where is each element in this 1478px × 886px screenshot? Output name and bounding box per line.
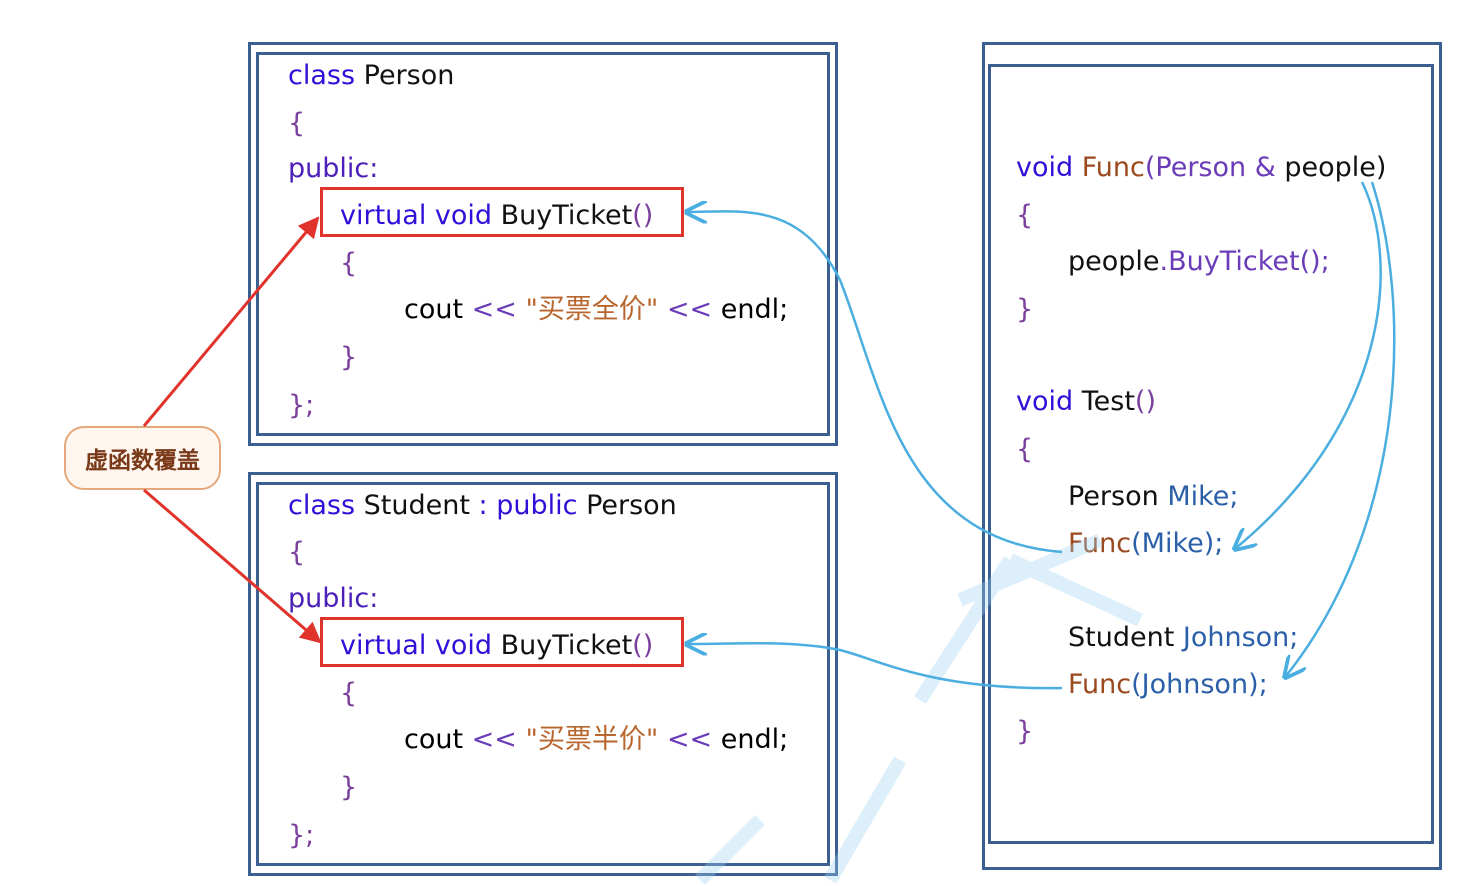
person-class-inner-frame: [256, 52, 830, 436]
func-open-brace: {: [1016, 200, 1034, 231]
student-class-outer-frame: [248, 472, 838, 876]
func-body-call: people.BuyTicket();: [1068, 246, 1330, 277]
person-class-access: public:: [288, 153, 379, 184]
student-class-close: };: [288, 820, 315, 851]
blue-arrow-mike-to-person: [688, 211, 1063, 554]
person-class-virtual-method: virtual void BuyTicket(): [340, 200, 654, 231]
blue-arrow-johnson-to-student: [688, 643, 1063, 690]
call-func-mike: Func(Mike);: [1068, 528, 1224, 559]
test-code-inner-frame: [988, 64, 1434, 844]
student-class-open-brace: {: [288, 537, 306, 568]
person-class-line-1: class Person: [288, 60, 455, 91]
person-virtual-highlight-box: [320, 187, 684, 237]
virtual-override-callout: 虚函数覆盖: [64, 426, 221, 490]
test-open-brace: {: [1016, 434, 1034, 465]
red-arrow-to-student: [143, 488, 322, 644]
person-method-body-open: {: [340, 248, 358, 279]
watermark-strokes: [695, 533, 1143, 885]
person-method-cout-line: cout << "买票全价" << endl;: [404, 294, 789, 325]
call-func-johnson: Func(Johnson);: [1068, 669, 1268, 700]
student-class-virtual-method: virtual void BuyTicket(): [340, 630, 654, 661]
red-arrow-to-person: [142, 216, 320, 427]
decl-person-mike: Person Mike;: [1068, 481, 1239, 512]
student-class-access: public:: [288, 583, 379, 614]
decl-student-johnson: Student Johnson;: [1068, 622, 1299, 653]
test-close-brace: }: [1016, 716, 1034, 747]
test-code-outer-frame: [982, 42, 1442, 870]
func-close-brace: }: [1016, 294, 1034, 325]
func-signature: void Func(Person & people): [1016, 152, 1387, 183]
person-method-body-close: }: [340, 342, 358, 373]
test-signature: void Test(): [1016, 386, 1156, 417]
blue-arrow-people-to-johnson: [1286, 181, 1396, 676]
student-class-line-1: class Student : public Person: [288, 490, 677, 521]
student-method-cout-line: cout << "买票半价" << endl;: [404, 724, 789, 755]
person-class-outer-frame: [248, 42, 838, 446]
person-class-open-brace: {: [288, 108, 306, 139]
blue-arrow-people-to-mike: [1236, 181, 1382, 548]
student-class-inner-frame: [256, 482, 830, 866]
person-class-close: };: [288, 390, 315, 421]
student-method-body-close: }: [340, 772, 358, 803]
student-method-body-open: {: [340, 678, 358, 709]
